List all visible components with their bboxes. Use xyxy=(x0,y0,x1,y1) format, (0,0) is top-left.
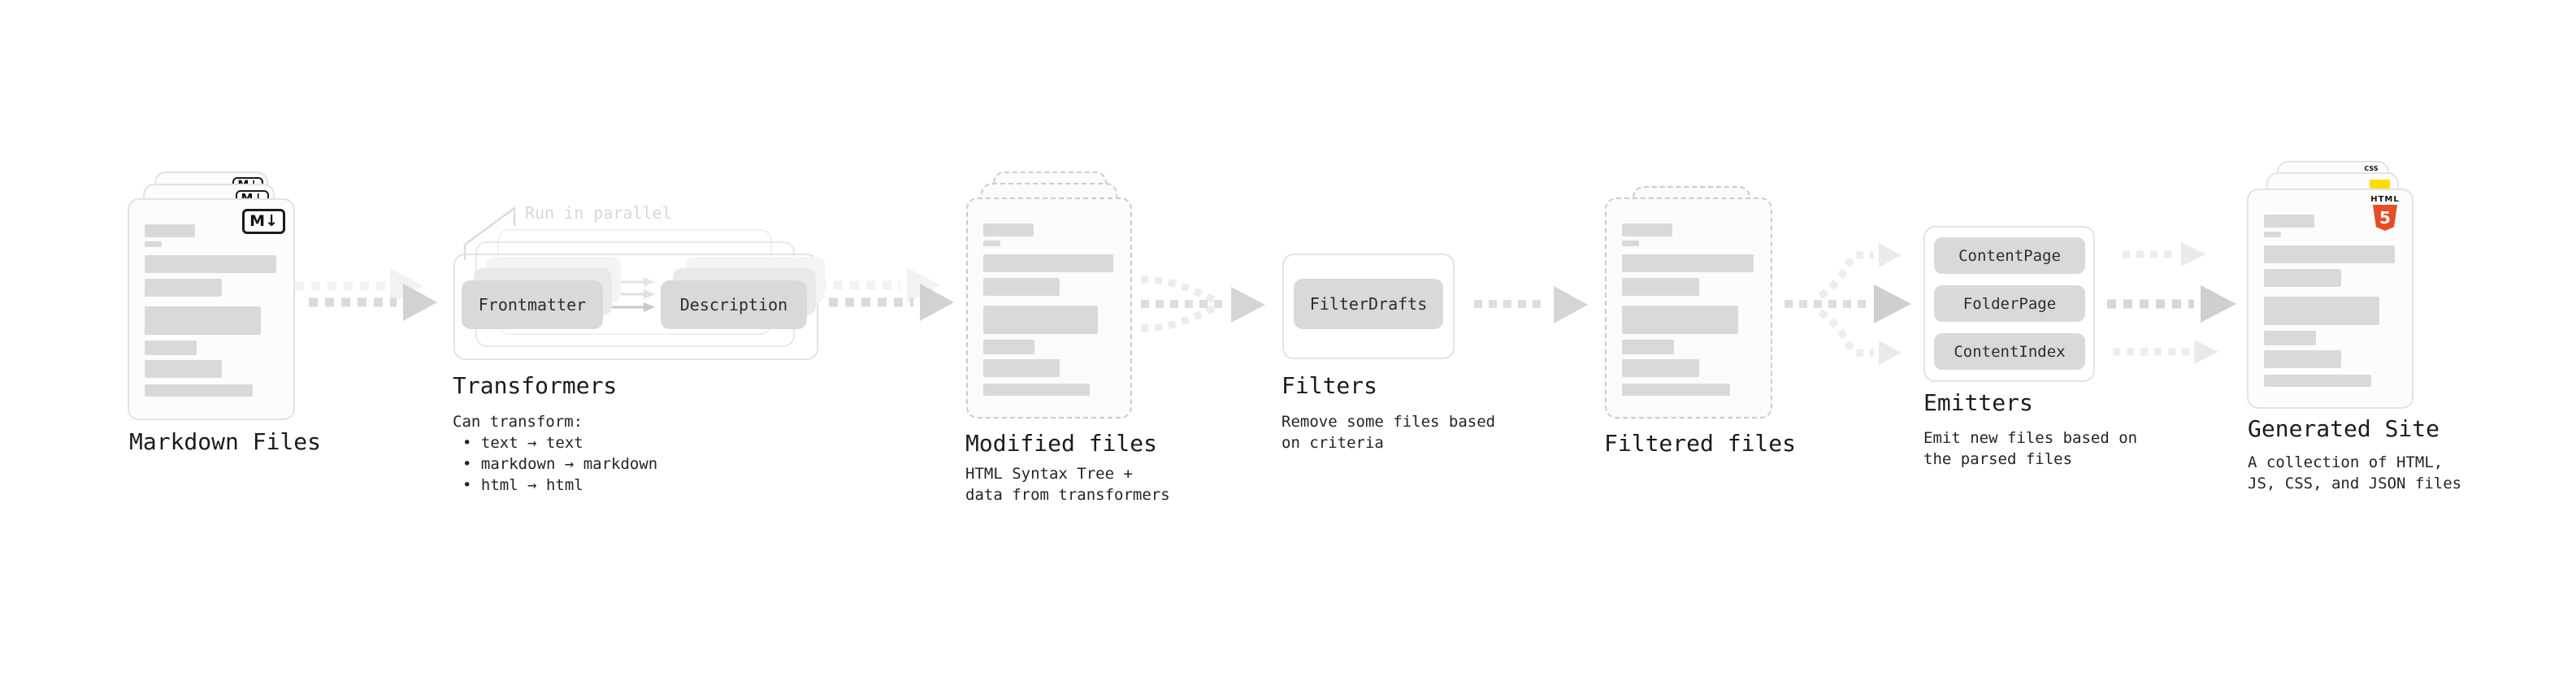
file-card: M↓ xyxy=(128,198,295,420)
text-line-placeholder xyxy=(145,306,261,335)
note-bullet: • html → html xyxy=(462,476,583,494)
text-line-placeholder xyxy=(2264,215,2314,228)
text-line-placeholder xyxy=(983,223,1034,236)
transformers-note: Can transform: • text → text • markdown … xyxy=(453,411,657,496)
text-line-placeholder xyxy=(983,384,1091,396)
stage-label-markdown-files: Markdown Files xyxy=(129,428,322,455)
filter-node-filterdrafts: FilterDrafts xyxy=(1294,279,1443,329)
transformer-frame xyxy=(453,254,818,360)
text-line-placeholder xyxy=(1622,306,1738,334)
text-line-placeholder xyxy=(2264,245,2396,263)
arrow-emitters-to-generated xyxy=(2107,242,2236,364)
stage-label-transformers: Transformers xyxy=(453,372,618,399)
file-card xyxy=(966,197,1132,419)
html5-icon: HTML 5 xyxy=(2366,195,2404,231)
text-line-placeholder xyxy=(983,306,1098,334)
text-line-placeholder xyxy=(145,340,197,355)
text-line-placeholder xyxy=(1622,223,1673,236)
text-line-placeholder xyxy=(983,359,1060,377)
text-line-placeholder xyxy=(983,278,1060,296)
transformer-node-frontmatter: Frontmatter xyxy=(462,280,603,329)
modified-files-note: HTML Syntax Tree + data from transformer… xyxy=(965,465,1170,504)
note-bullet: • markdown → markdown xyxy=(462,455,658,473)
css-icon-label: CSS xyxy=(2364,165,2379,172)
emitter-node-contentpage: ContentPage xyxy=(1934,237,2085,274)
text-line-placeholder xyxy=(2264,297,2379,325)
arrow-transformers-to-modified xyxy=(817,267,954,321)
text-line-placeholder xyxy=(1622,241,1640,246)
text-line-placeholder xyxy=(2264,269,2341,287)
text-line-placeholder xyxy=(145,224,196,237)
text-line-placeholder xyxy=(1622,340,1674,354)
document-skeleton xyxy=(983,223,1115,396)
text-line-placeholder xyxy=(983,241,1001,246)
note-title: Can transform: xyxy=(453,413,583,431)
arrow-modified-to-filters xyxy=(1140,275,1265,332)
stage-label-modified-files: Modified files xyxy=(965,430,1158,457)
text-line-placeholder xyxy=(2264,375,2372,387)
generated-site-note: A collection of HTML, JS, CSS, and JSON … xyxy=(2248,453,2462,492)
transformer-node-description: Description xyxy=(661,280,807,329)
document-skeleton xyxy=(1622,223,1755,396)
file-card: HTML 5 xyxy=(2247,189,2413,409)
arrow-markdown-to-transformers xyxy=(295,268,437,321)
stage-label-filtered-files: Filtered files xyxy=(1604,430,1797,457)
text-line-placeholder xyxy=(1622,384,1730,396)
text-line-placeholder xyxy=(145,360,223,378)
html5-shield-icon: 5 xyxy=(2373,205,2397,231)
run-in-parallel-annotation: Run in parallel xyxy=(525,203,672,223)
html5-icon-number: 5 xyxy=(2379,208,2391,228)
note-bullet: • text → text xyxy=(462,434,583,452)
file-card xyxy=(1605,197,1772,419)
text-line-placeholder xyxy=(983,254,1114,272)
stage-label-generated-site: Generated Site xyxy=(2248,415,2440,442)
markdown-icon: M↓ xyxy=(242,209,285,234)
emitter-node-contentindex: ContentIndex xyxy=(1934,333,2085,370)
text-line-placeholder xyxy=(145,255,277,273)
filters-note: Remove some files based on criteria xyxy=(1281,413,1496,452)
stage-label-emitters: Emitters xyxy=(1923,389,2033,416)
arrow-filtered-to-emitters xyxy=(1785,243,1911,365)
document-skeleton xyxy=(2264,215,2396,387)
text-line-placeholder xyxy=(2264,232,2282,237)
text-line-placeholder xyxy=(2264,350,2341,368)
emitters-note: Emit new files based on the parsed files xyxy=(1923,429,2138,468)
text-line-placeholder xyxy=(145,279,223,297)
text-line-placeholder xyxy=(1622,278,1700,296)
text-line-placeholder xyxy=(145,241,163,247)
text-line-placeholder xyxy=(1622,359,1700,377)
text-line-placeholder xyxy=(145,384,253,397)
html5-icon-label: HTML xyxy=(2370,195,2400,204)
document-skeleton xyxy=(145,224,278,397)
text-line-placeholder xyxy=(983,340,1035,354)
stage-label-filters: Filters xyxy=(1281,372,1378,399)
emitter-node-folderpage: FolderPage xyxy=(1934,285,2085,322)
js-icon xyxy=(2370,180,2390,190)
run-in-parallel-callout-line xyxy=(463,206,516,260)
arrow-filters-to-filtered xyxy=(1474,286,1588,323)
text-line-placeholder xyxy=(2264,331,2316,345)
text-line-placeholder xyxy=(1622,254,1754,272)
